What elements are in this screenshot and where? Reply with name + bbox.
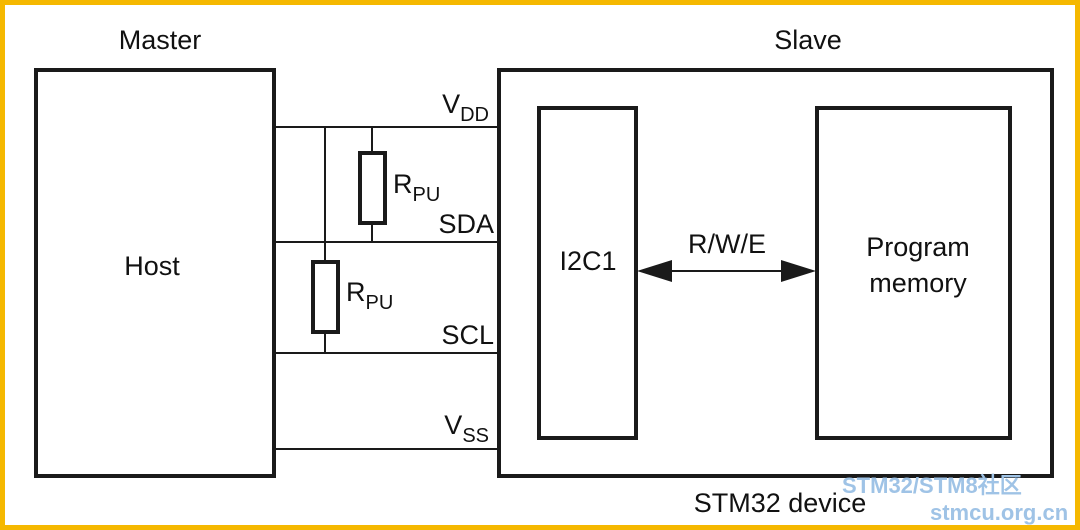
vdd-label: VDD [442,89,489,126]
master-label: Master [119,25,202,55]
sda-pullup-resistor [358,127,387,242]
program-memory-block [815,106,1012,440]
host-box [34,68,276,478]
watermark-line1: STM32/STM8社区 [842,473,1022,498]
host-label: Host [124,251,180,281]
sda-rpu-label: RPU [393,169,440,206]
rw-label: R/W/E [688,229,766,259]
sda-label: SDA [438,209,494,239]
scl-label: SCL [441,320,494,350]
program-label-line1: Program [866,232,970,262]
device-label: STM32 device [694,488,867,518]
slave-label: Slave [774,25,842,55]
scl-rpu-label: RPU [346,277,393,314]
rw-arrow [637,260,816,282]
stm32-device-box [497,68,1054,478]
i2c-block [537,106,638,440]
program-label-line2: memory [869,268,967,298]
i2c-label: I2C1 [559,246,616,276]
vss-label: VSS [444,410,489,447]
scl-pullup-resistor [311,127,340,353]
watermark-line2: stmcu.org.cn [930,500,1068,525]
